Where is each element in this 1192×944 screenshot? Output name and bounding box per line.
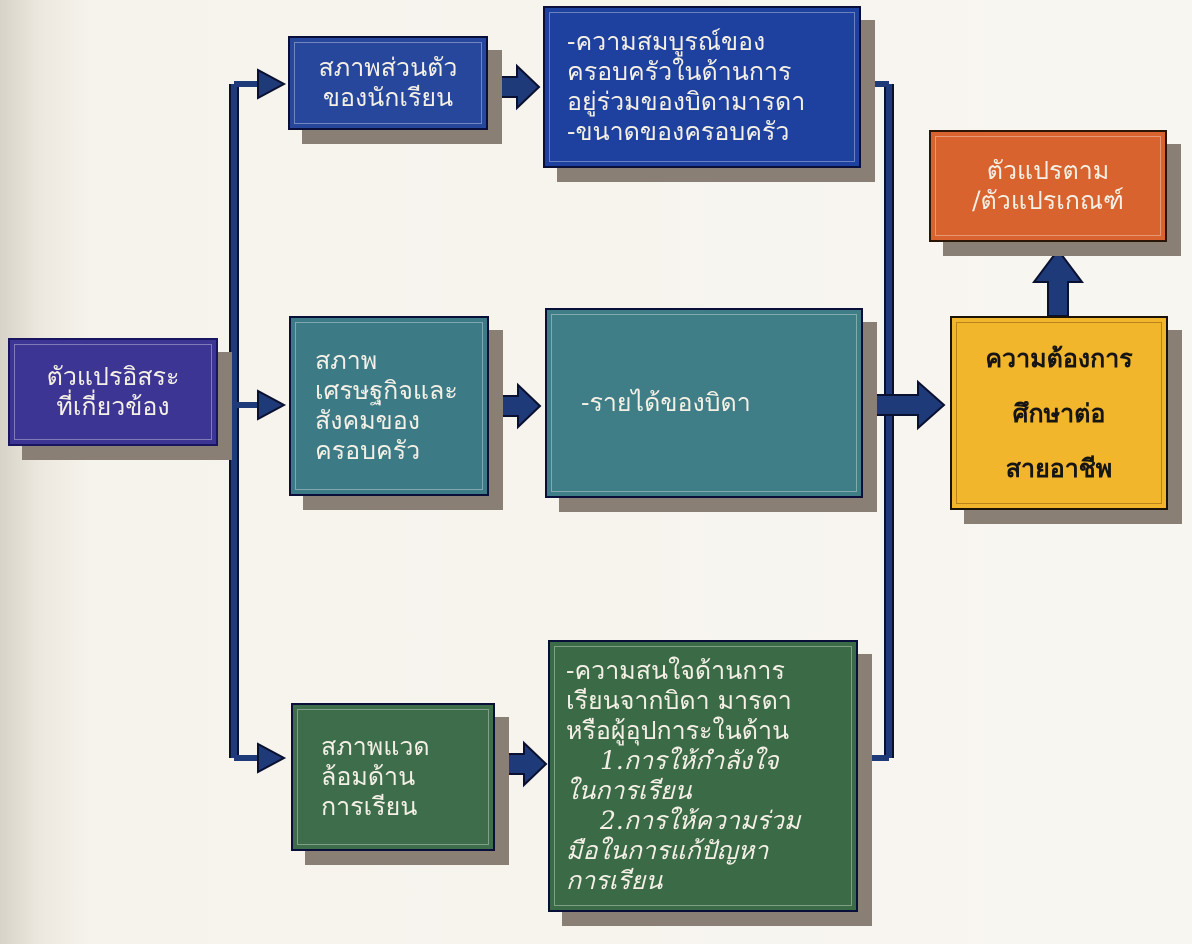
socioeconomic-label: สภาพ เศรษฐกิจและ สังคมของ ครอบครัว: [315, 346, 458, 465]
parental-interest-item-2: 2.การให้ความร่วม: [600, 806, 801, 835]
father-income-label: -รายได้ของบิดา: [581, 388, 751, 417]
parental-interest-box: -ความสนใจด้านการ เรียนจากบิดา มารดา หรือ…: [548, 640, 858, 912]
family-completeness-box: -ความสมบูรณ์ของ ครอบครัวในด้านการ อยู่ร่…: [543, 6, 861, 168]
parental-interest-intro: -ความสนใจด้านการ เรียนจากบิดา มารดา หรือ…: [566, 656, 792, 745]
personal-condition-box: สภาพส่วนตัว ของนักเรียน: [288, 36, 488, 130]
dependent-variable-box: ตัวแปรตาม /ตัวแปรเกณฑ์: [929, 130, 1167, 242]
father-income-box: -รายได้ของบิดา: [545, 308, 863, 498]
learning-environment-box: สภาพแวด ล้อมด้าน การเรียน: [291, 703, 495, 851]
family-completeness-label: -ความสมบูรณ์ของ ครอบครัวในด้านการ อยู่ร่…: [567, 27, 806, 146]
socioeconomic-box: สภาพ เศรษฐกิจและ สังคมของ ครอบครัว: [289, 316, 489, 496]
arrow-to-econ: [257, 389, 287, 421]
independent-variable-label: ตัวแปรอิสระ ที่เกี่ยวข้อง: [46, 362, 180, 421]
arrow-need-to-dependent: [1032, 248, 1084, 317]
parental-interest-item-2b: มือในการแก้ปัญหา การเรียน: [566, 836, 769, 895]
vocational-study-need-label: ความต้องการ ศึกษาต่อ สายอาชีพ: [985, 343, 1133, 483]
arrow-envir-to-interest: [501, 740, 548, 788]
arrow-to-personal: [257, 68, 287, 100]
arrow-econ-to-income: [495, 382, 542, 430]
personal-condition-label: สภาพส่วนตัว ของนักเรียน: [318, 53, 458, 112]
learning-environment-label: สภาพแวด ล้อมด้าน การเรียน: [321, 732, 430, 821]
parental-interest-item-1b: ในการเรียน: [566, 776, 692, 805]
parental-interest-item-1: 1.การให้กำลังใจ: [600, 746, 779, 775]
vocational-study-need-box: ความต้องการ ศึกษาต่อ สายอาชีพ: [950, 316, 1168, 510]
arrow-personal-to-completeness: [494, 63, 541, 111]
dependent-variable-label: ตัวแปรตาม /ตัวแปรเกณฑ์: [972, 156, 1124, 215]
independent-variable-box: ตัวแปรอิสระ ที่เกี่ยวข้อง: [8, 338, 218, 446]
arrow-income-to-need: [864, 379, 946, 431]
arrow-to-envir: [257, 742, 287, 774]
